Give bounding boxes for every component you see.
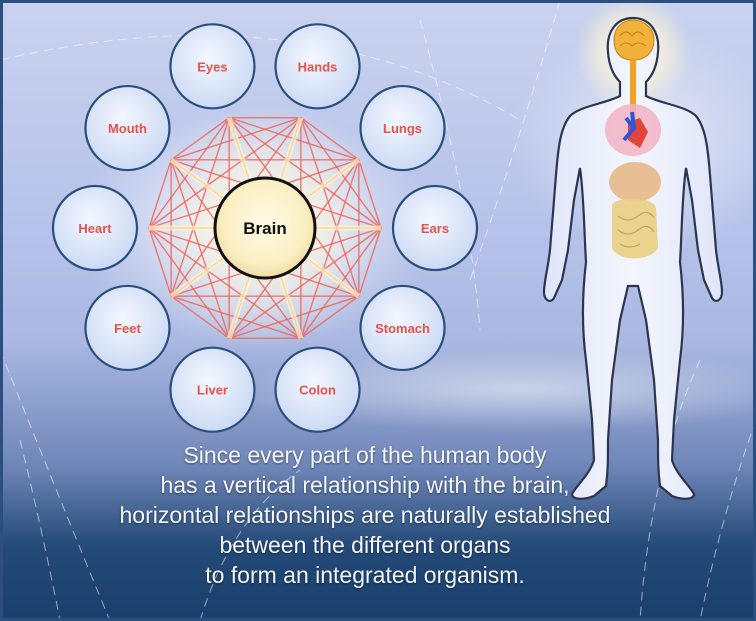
slide-canvas: EyesHandsLungsEarsStomachColonLiverFeetH… [0,0,756,621]
slide-border [0,0,756,621]
